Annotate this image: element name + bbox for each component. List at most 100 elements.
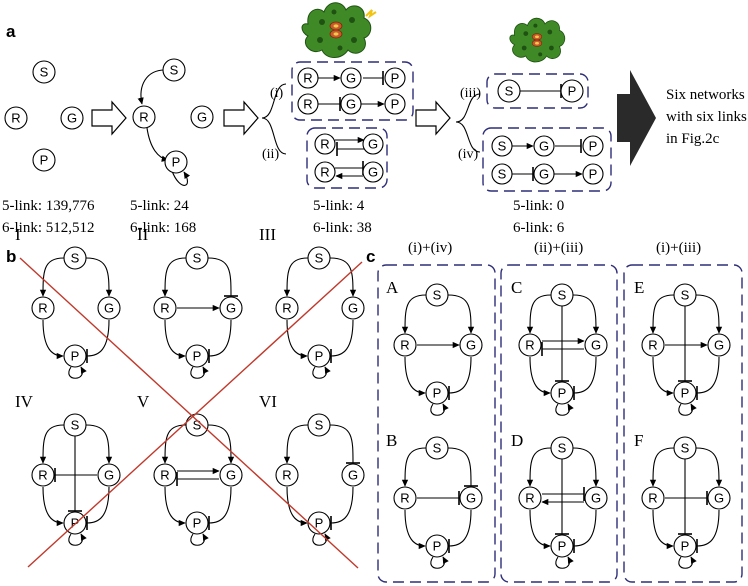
node-R: R [153,296,177,320]
node-S: S [673,436,697,460]
network-edge [696,509,720,554]
network-edge [207,257,239,297]
network-label: A [386,278,399,297]
node-S: S [491,163,513,185]
network-label: I [15,225,21,244]
svg-text:P: P [315,349,324,364]
node-R: R [518,486,542,510]
branch-iv: (iv) [458,147,479,162]
node-S: S [185,413,209,437]
svg-text:P: P [391,97,400,112]
node-R: R [275,296,299,320]
node-G: G [97,296,121,320]
node-S: S [550,436,574,460]
network-edge [86,486,110,531]
node-R: R [297,67,319,89]
svg-text:P: P [315,516,324,531]
block-arrow-2 [223,100,259,136]
node-R: R [314,133,336,155]
node-G: G [97,463,121,487]
node-P: P [673,534,697,558]
count-stage2-5link: 5-link: 4 [313,198,365,214]
svg-text:P: P [193,516,202,531]
svg-text:G: G [466,338,476,353]
block-arrow-1 [91,100,127,136]
network-edge [695,447,723,487]
self-loop [68,533,87,546]
svg-text:G: G [714,491,724,506]
node-P: P [550,381,574,405]
network-label: D [511,431,523,450]
node-S: S [32,60,56,84]
node-P: P [384,67,406,89]
network-edge [404,509,426,550]
network-edge [286,319,308,360]
network-edge [652,509,674,550]
group-iv-row1: S G P [491,135,604,157]
network-edge [649,447,675,487]
network-edge [85,257,113,297]
svg-text:S: S [315,251,324,266]
panel-c-letter: c [366,247,375,266]
cross-line [19,257,359,569]
node-P: P [307,344,331,368]
node-P: P [32,148,56,172]
column-box [500,264,618,583]
branch-ii: (ii) [262,147,279,162]
node-R: R [393,333,417,357]
group-iii-row: S P [497,79,584,103]
network-edge [42,319,64,360]
group-ii-row1: R G [314,133,384,156]
node-R: R [132,105,156,129]
network-edge [572,447,600,487]
svg-text:R: R [320,137,329,152]
count-stage0-5link: 5-link: 139,776 [2,198,95,214]
svg-text:G: G [346,97,356,112]
node-S: S [491,135,513,157]
node-G: G [707,486,731,510]
group-ii-box [306,127,388,189]
network-edge [695,294,723,334]
node-R: R [297,93,319,115]
svg-text:R: R [400,491,409,506]
column-header: (ii)+(iii) [534,240,583,256]
svg-text:G: G [714,338,724,353]
network-edge [573,356,597,401]
svg-text:R: R [525,491,534,506]
node-G: G [533,163,555,185]
node-G: G [219,296,243,320]
svg-text:G: G [539,139,549,154]
svg-text:G: G [348,468,358,483]
node-P: P [582,135,604,157]
node-P: P [307,511,331,535]
network-edge [39,257,65,297]
node-R: R [393,486,417,510]
node-R: R [275,463,299,487]
svg-text:S: S [498,167,507,182]
node-R: R [31,296,55,320]
svg-text:R: R [139,110,148,125]
svg-text:R: R [11,111,20,126]
network-edge [330,319,354,364]
network-edge [696,356,720,401]
svg-text:S: S [681,441,690,456]
network-edge [526,294,552,334]
node-S: S [425,436,449,460]
svg-text:P: P [558,539,567,554]
node-R: R [4,106,28,130]
panel-a-letter: a [6,22,16,41]
network-edge [283,424,309,464]
svg-text:P: P [71,516,80,531]
svg-text:S: S [681,288,690,303]
network-edge [283,257,309,297]
node-P: P [384,93,406,115]
network-label: B [386,431,397,450]
node-S: S [497,79,521,103]
svg-text:G: G [104,301,114,316]
cross-line [27,261,363,568]
node-S: S [63,246,87,270]
network-edge [286,486,308,527]
